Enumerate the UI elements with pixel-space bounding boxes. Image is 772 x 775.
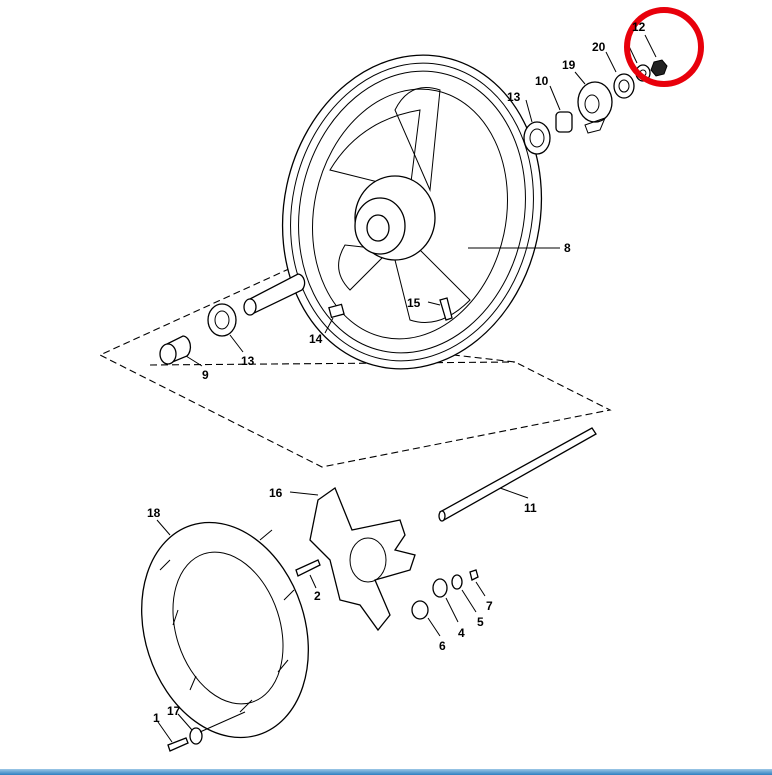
- callout-13: 13: [507, 90, 521, 104]
- washer-17[interactable]: [177, 711, 246, 745]
- highlight-circle: [624, 7, 704, 87]
- callout-16: 16: [269, 486, 283, 500]
- callout-20: 20: [592, 40, 606, 54]
- valve-stem-15[interactable]: [427, 297, 453, 321]
- washer-6[interactable]: [411, 600, 441, 637]
- sprocket-16[interactable]: [289, 486, 416, 632]
- callout-19: 19: [562, 58, 576, 72]
- callout-1: 1: [153, 711, 160, 725]
- spacer-10[interactable]: [549, 85, 573, 133]
- nut-7[interactable]: [469, 569, 486, 597]
- bearing-13-left[interactable]: [207, 303, 244, 353]
- callout-12: 12: [632, 20, 646, 34]
- callout-11: 11: [524, 501, 537, 515]
- spacer-9[interactable]: [159, 335, 203, 367]
- axle-nut-12[interactable]: [644, 34, 668, 77]
- callout-17: 17: [167, 704, 181, 718]
- callout-5: 5: [477, 615, 484, 629]
- washer-4[interactable]: [432, 578, 459, 623]
- callout-14: 14: [309, 332, 323, 346]
- callout-4: 4: [458, 626, 465, 640]
- callout-9: 9: [202, 368, 209, 382]
- bearing-20[interactable]: [605, 51, 635, 99]
- callout-7: 7: [486, 599, 493, 613]
- callout-8: 8: [564, 241, 571, 255]
- axle-11[interactable]: [438, 427, 597, 522]
- lockwasher-5[interactable]: [451, 574, 477, 613]
- callout-10: 10: [535, 74, 549, 88]
- bearing-13-right[interactable]: [523, 99, 551, 155]
- bolt-2[interactable]: [295, 559, 321, 589]
- wheel-rim[interactable]: [254, 31, 570, 393]
- speedo-drive-19[interactable]: [574, 71, 613, 134]
- callout-labels: 12 20 19 10 13 8 15 14 13 9 11 16 18 2 7…: [147, 20, 646, 725]
- weight-14[interactable]: [324, 303, 345, 334]
- callout-15: 15: [407, 296, 421, 310]
- callout-2: 2: [314, 589, 321, 603]
- bolt-1[interactable]: [157, 721, 189, 752]
- bottom-border-bar: [0, 769, 772, 775]
- axle-spacer[interactable]: [243, 273, 306, 316]
- brake-rotor-18[interactable]: [115, 501, 335, 760]
- callout-13: 13: [241, 354, 255, 368]
- callout-6: 6: [439, 639, 446, 653]
- callout-18: 18: [147, 506, 161, 520]
